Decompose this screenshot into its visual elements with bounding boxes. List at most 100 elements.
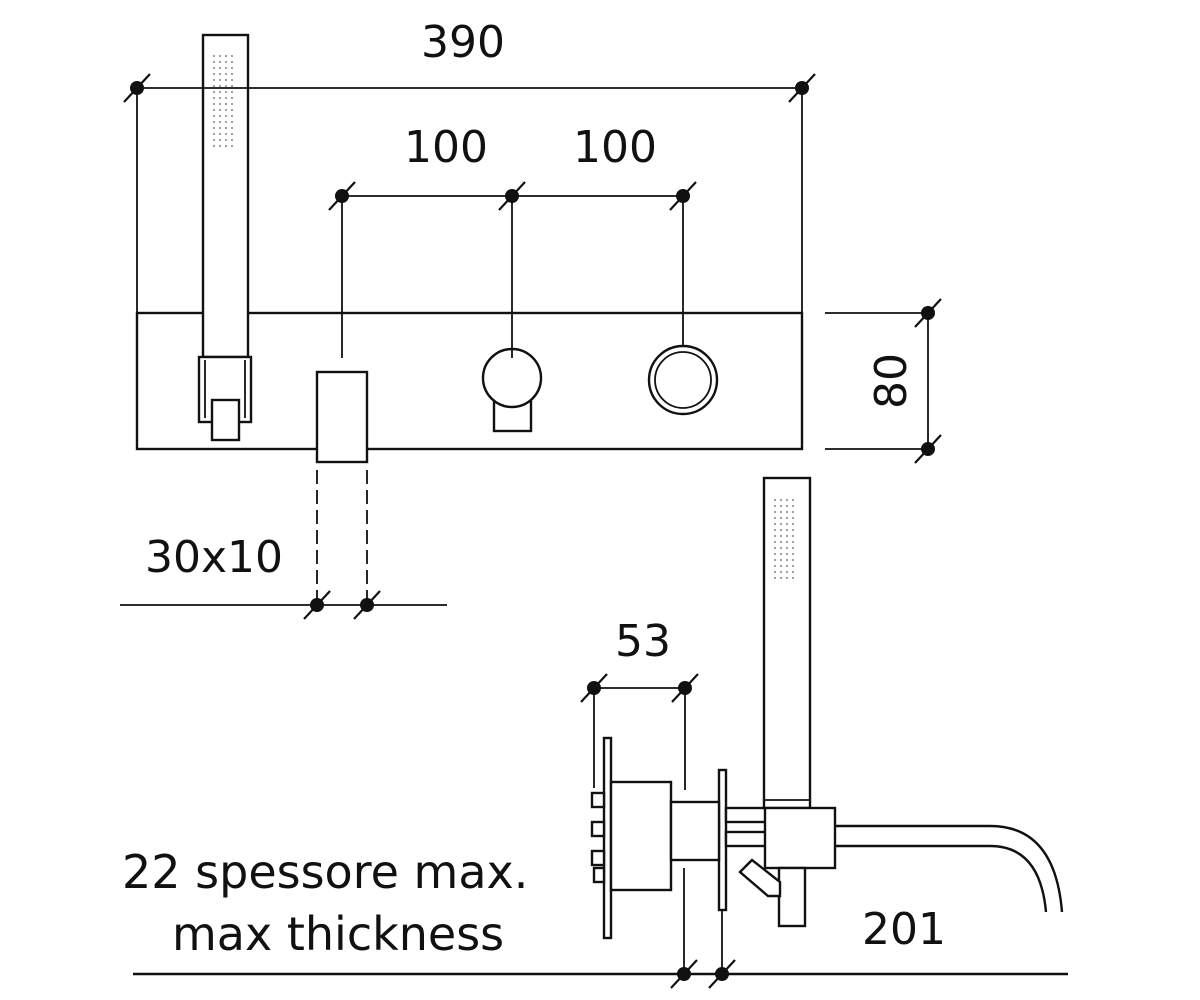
perforation-dot xyxy=(791,504,795,508)
perforation-dot xyxy=(212,60,216,64)
perforation-dot xyxy=(212,108,216,112)
perforation-dot xyxy=(779,576,783,580)
perforation-dot xyxy=(230,132,234,136)
perforation-dot xyxy=(785,498,789,502)
perforation-dot xyxy=(779,528,783,532)
perforation-dot xyxy=(224,96,228,100)
perforation-dot xyxy=(224,60,228,64)
perforation-dot xyxy=(224,114,228,118)
perforation-dot xyxy=(212,72,216,76)
perforation-dot xyxy=(212,54,216,58)
perforation-dot xyxy=(230,96,234,100)
perforation-dot xyxy=(224,54,228,58)
perforation-dot xyxy=(230,72,234,76)
perforation-dot xyxy=(212,90,216,94)
perforation-dot xyxy=(230,54,234,58)
shower-hose xyxy=(835,844,1048,913)
perforation-dot xyxy=(773,576,777,580)
perforation-dot xyxy=(218,144,222,148)
perforation-dot xyxy=(773,528,777,532)
dimension-label-30x10: 30x10 xyxy=(145,532,283,583)
perforation-dot xyxy=(791,534,795,538)
perforation-dot xyxy=(218,78,222,82)
perforation-dot xyxy=(224,90,228,94)
perforation-dot xyxy=(773,510,777,514)
perforation-dot xyxy=(218,138,222,142)
perforation-dot xyxy=(785,576,789,580)
perforation-dot xyxy=(224,102,228,106)
perforation-dot xyxy=(230,108,234,112)
perforation-dot xyxy=(218,114,222,118)
perforation-dot xyxy=(230,66,234,70)
perforation-dot xyxy=(791,540,795,544)
perforation-dot xyxy=(779,510,783,514)
dimension-label-53: 53 xyxy=(615,616,671,667)
note-thickness-italian: 22 spessore max. xyxy=(122,845,528,899)
perforation-dot xyxy=(224,138,228,142)
rear-bolt xyxy=(590,820,606,838)
perforation-dot xyxy=(230,144,234,148)
dimension-spout-section: 30x10 xyxy=(120,470,447,620)
dimension-body-depth: 53 xyxy=(580,616,699,790)
perforation-dot xyxy=(785,516,789,520)
perforation-dot xyxy=(218,84,222,88)
hose-connector xyxy=(777,866,807,928)
perforation-dot xyxy=(773,522,777,526)
perforation-dot xyxy=(212,114,216,118)
perforation-dot xyxy=(773,552,777,556)
perforation-dot xyxy=(779,504,783,508)
pipe-lower xyxy=(724,830,770,848)
perforation-dot xyxy=(230,60,234,64)
perforation-dot xyxy=(224,72,228,76)
perforation-dot xyxy=(785,570,789,574)
dimension-overall-width: 390 xyxy=(123,17,816,313)
perforation-dot xyxy=(224,108,228,112)
perforation-dot xyxy=(224,78,228,82)
perforation-dot xyxy=(779,558,783,562)
spout-front xyxy=(315,370,369,464)
dimension-label-390: 390 xyxy=(421,17,505,68)
perforation-dot xyxy=(791,510,795,514)
perforation-dot xyxy=(218,96,222,100)
pipe-upper xyxy=(724,806,770,824)
perforation-dot xyxy=(791,546,795,550)
perforation-dot xyxy=(785,534,789,538)
perforation-dot xyxy=(224,120,228,124)
perforation-dot xyxy=(230,78,234,82)
rear-bolt xyxy=(590,849,606,867)
perforation-dot xyxy=(773,516,777,520)
perforation-dot xyxy=(212,144,216,148)
perforation-dot xyxy=(773,564,777,568)
perforation-dot xyxy=(791,552,795,556)
perforation-dot xyxy=(779,522,783,526)
perforation-dot xyxy=(791,558,795,562)
perforation-dot xyxy=(224,66,228,70)
side-hand-shower-perforations xyxy=(773,498,795,580)
perforation-dot xyxy=(773,546,777,550)
dimension-panel-height: 80 xyxy=(825,298,942,464)
perforation-dot xyxy=(230,114,234,118)
side-hand-shower-body xyxy=(762,476,812,810)
dimension-label-80: 80 xyxy=(866,353,917,409)
holder-block xyxy=(763,806,837,870)
perforation-dot xyxy=(212,132,216,136)
perforation-dot xyxy=(230,84,234,88)
perforation-dot xyxy=(779,564,783,568)
dimension-spacing: 100 100 xyxy=(328,122,697,358)
hand-shower-connector xyxy=(210,398,241,442)
perforation-dot xyxy=(218,54,222,58)
dimension-thickness xyxy=(670,868,736,989)
perforation-dot xyxy=(230,120,234,124)
perforation-dot xyxy=(218,66,222,70)
perforation-dot xyxy=(212,84,216,88)
perforation-dot xyxy=(779,546,783,550)
rear-bolt xyxy=(592,866,606,884)
perforation-dot xyxy=(218,132,222,136)
perforation-dot xyxy=(212,126,216,130)
perforation-dot xyxy=(791,576,795,580)
perforation-dot xyxy=(785,540,789,544)
connection-pipe xyxy=(669,800,721,862)
perforation-dot xyxy=(779,570,783,574)
perforation-dot xyxy=(230,126,234,130)
